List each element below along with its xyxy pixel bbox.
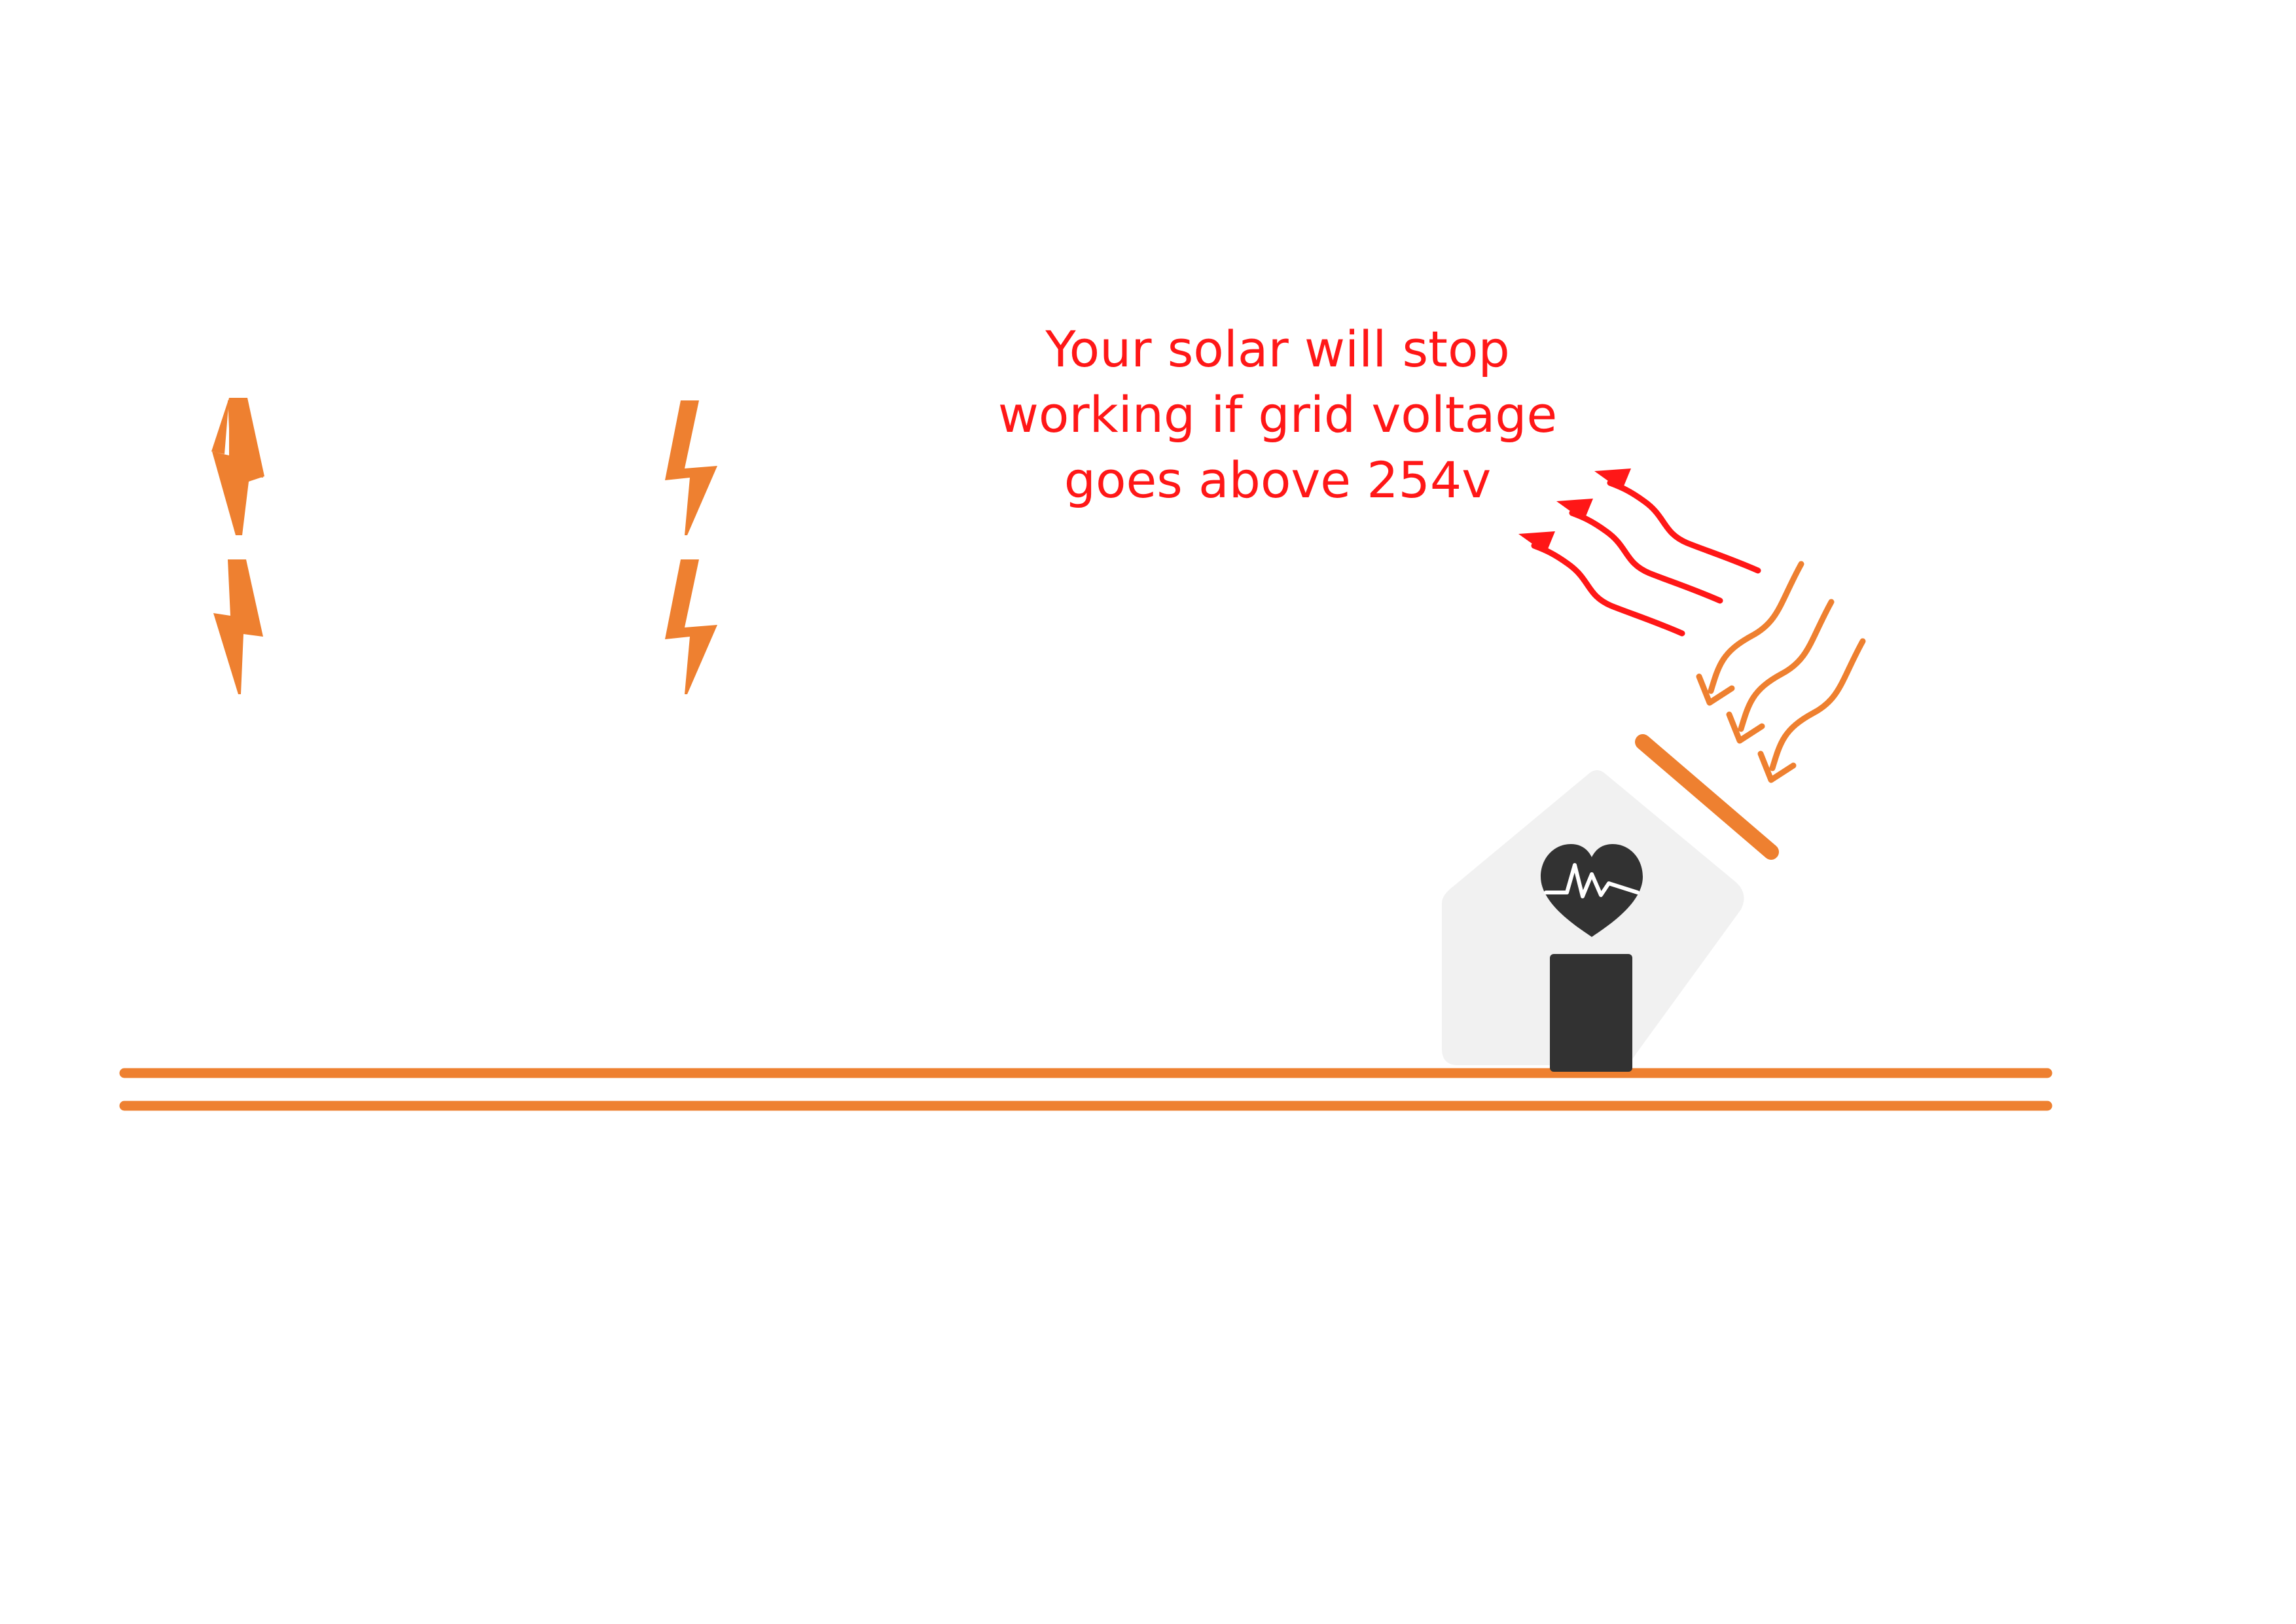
lightning-bolt-icon: [213, 559, 263, 694]
outgoing-wave-arrow-icon: [1594, 468, 1761, 574]
lightning-bolt-icon: [665, 400, 717, 535]
lightning-bolt-icon: [211, 398, 264, 535]
outgoing-wave-arrow-icon: [1556, 499, 1723, 604]
house-icon: [1442, 770, 1744, 1072]
lightning-bolt-group-right: [665, 400, 717, 694]
outgoing-export-rays: [1518, 468, 1761, 637]
incoming-wave-arrow-icon: [1696, 561, 1804, 706]
warning-caption: Your solar will stop working if grid vol…: [998, 320, 1558, 509]
incoming-sun-rays: [1696, 561, 1866, 783]
caption-line-3: goes above 254v: [1064, 451, 1492, 509]
caption-line-1: Your solar will stop: [1045, 320, 1509, 378]
solar-panel-icon: [1635, 734, 1779, 860]
caption-line-2: working if grid voltage: [998, 385, 1558, 444]
house-door: [1550, 954, 1632, 1072]
grid-power-lines: [119, 1068, 2053, 1111]
incoming-wave-arrow-icon: [1726, 599, 1835, 744]
outgoing-wave-arrow-icon: [1518, 531, 1685, 637]
incoming-wave-arrow-icon: [1757, 638, 1866, 783]
heart-pulse-icon: [1541, 844, 1643, 937]
lightning-bolt-group-left: [211, 398, 264, 694]
lightning-bolt-icon: [665, 559, 717, 694]
